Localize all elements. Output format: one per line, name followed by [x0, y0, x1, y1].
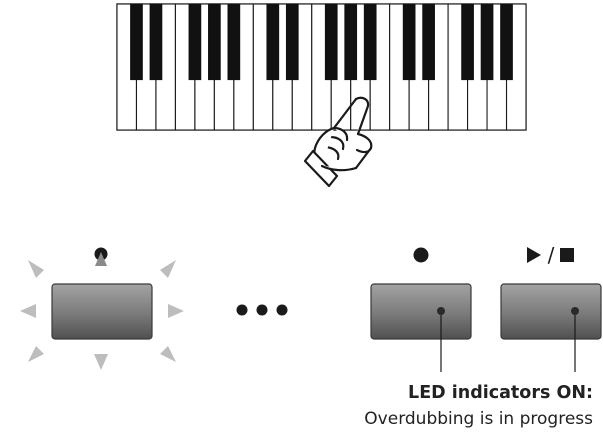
black-key	[363, 3, 377, 81]
play-stop-button[interactable]: /	[500, 243, 602, 340]
black-key	[324, 3, 338, 81]
led-indicator	[437, 307, 445, 315]
led-callout-lines	[440, 315, 576, 372]
separator-glyph: /	[548, 243, 555, 267]
black-key	[480, 3, 494, 81]
flash-arrow-bottom	[94, 354, 108, 370]
flash-arrow-bottom-left	[28, 346, 44, 362]
button-body[interactable]	[370, 283, 472, 340]
button-body[interactable]	[500, 283, 602, 340]
piano-keyboard	[116, 3, 527, 131]
stop-icon	[560, 248, 574, 262]
caption-title: LED indicators ON:	[408, 383, 593, 403]
black-key	[500, 3, 513, 81]
black-key	[227, 3, 241, 81]
button-body[interactable]	[51, 283, 153, 340]
black-key	[461, 3, 474, 81]
track-record-button[interactable]	[51, 283, 153, 340]
black-key	[208, 3, 221, 81]
caption-body: Overdubbing is in progress	[364, 409, 593, 429]
play-icon	[527, 247, 541, 263]
flash-arrow-top-right	[160, 260, 176, 278]
led-indicator	[571, 307, 579, 315]
black-key	[188, 3, 202, 81]
flash-arrow-right	[168, 304, 184, 318]
record-dot-icon	[94, 247, 108, 266]
flashing-indicator-arrows	[20, 260, 184, 370]
black-key	[285, 3, 299, 81]
pressing-hand-icon	[303, 96, 373, 188]
ellipsis	[236, 304, 288, 316]
record-dot-icon	[413, 247, 429, 263]
black-key	[422, 3, 435, 81]
record-button[interactable]	[370, 247, 472, 340]
black-key	[266, 3, 280, 81]
flash-arrow-left	[20, 304, 36, 318]
black-key	[149, 3, 163, 81]
flash-arrow-top-left	[28, 260, 44, 278]
black-key	[130, 3, 143, 81]
play-stop-icon: /	[527, 243, 574, 267]
flash-arrow-bottom-right	[160, 346, 176, 362]
black-key	[344, 3, 358, 81]
black-key	[402, 3, 416, 81]
